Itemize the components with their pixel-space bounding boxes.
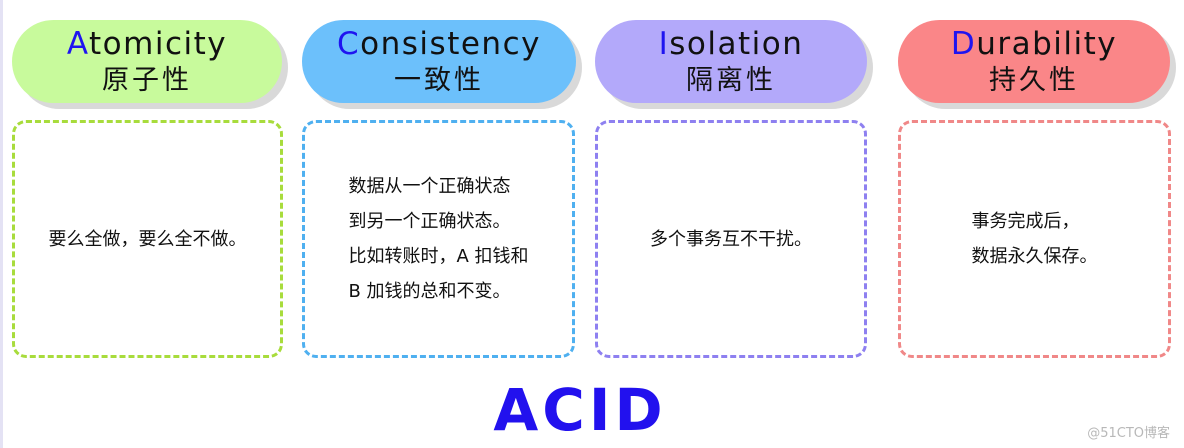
atomicity-english-label: Atomicity: [66, 25, 228, 62]
isolation-description-box: 多个事务互不干扰。: [595, 120, 867, 358]
durability-description-box: 事务完成后， 数据永久保存。: [898, 120, 1171, 358]
atomicity-description: 要么全做，要么全不做。: [48, 228, 247, 250]
consistency-chinese-label: 一致性: [394, 64, 484, 96]
isolation-description: 多个事务互不干扰。: [650, 228, 812, 250]
atomicity-description-box: 要么全做，要么全不做。: [12, 120, 283, 358]
watermark: @51CTO博客: [1087, 426, 1170, 441]
isolation-chinese-label: 隔离性: [686, 64, 776, 96]
isolation-english-label: Isolation: [658, 25, 804, 62]
acid-title: ACID: [493, 376, 667, 444]
isolation-pill: Isolation 隔离性: [595, 20, 867, 103]
durability-pill: Durability 持久性: [898, 20, 1170, 103]
consistency-pill: Consistency 一致性: [302, 20, 576, 103]
durability-english-label: Durability: [950, 25, 1118, 62]
left-edge-border: [0, 0, 3, 448]
consistency-description-box: 数据从一个正确状态 到另一个正确状态。 比如转账时，A 扣钱和 B 加钱的总和不…: [302, 120, 575, 358]
durability-chinese-label: 持久性: [989, 64, 1079, 96]
durability-description: 事务完成后， 数据永久保存。: [971, 211, 1098, 267]
atomicity-chinese-label: 原子性: [102, 64, 192, 96]
consistency-english-label: Consistency: [337, 25, 541, 62]
atomicity-pill: Atomicity 原子性: [12, 20, 282, 103]
consistency-description: 数据从一个正确状态 到另一个正确状态。 比如转账时，A 扣钱和 B 加钱的总和不…: [348, 176, 529, 302]
